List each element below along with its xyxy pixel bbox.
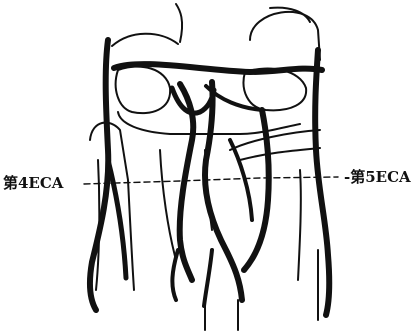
bone-outline	[116, 67, 170, 114]
bone-outline	[250, 12, 320, 60]
bone-outline	[240, 148, 320, 160]
label-5th-eca: -第5ECA	[344, 170, 411, 185]
bone-outline	[270, 8, 310, 22]
bone-outline	[176, 4, 182, 42]
vessel-branch	[230, 140, 252, 220]
vessel-outer-left-lower	[108, 160, 126, 278]
bone-outline	[298, 170, 301, 280]
label-4th-eca: 第4ECA	[3, 176, 63, 191]
vessel-branch	[172, 250, 178, 300]
vessel-branch	[204, 250, 212, 306]
bone-outline	[160, 150, 176, 260]
bone-outline	[112, 34, 178, 46]
